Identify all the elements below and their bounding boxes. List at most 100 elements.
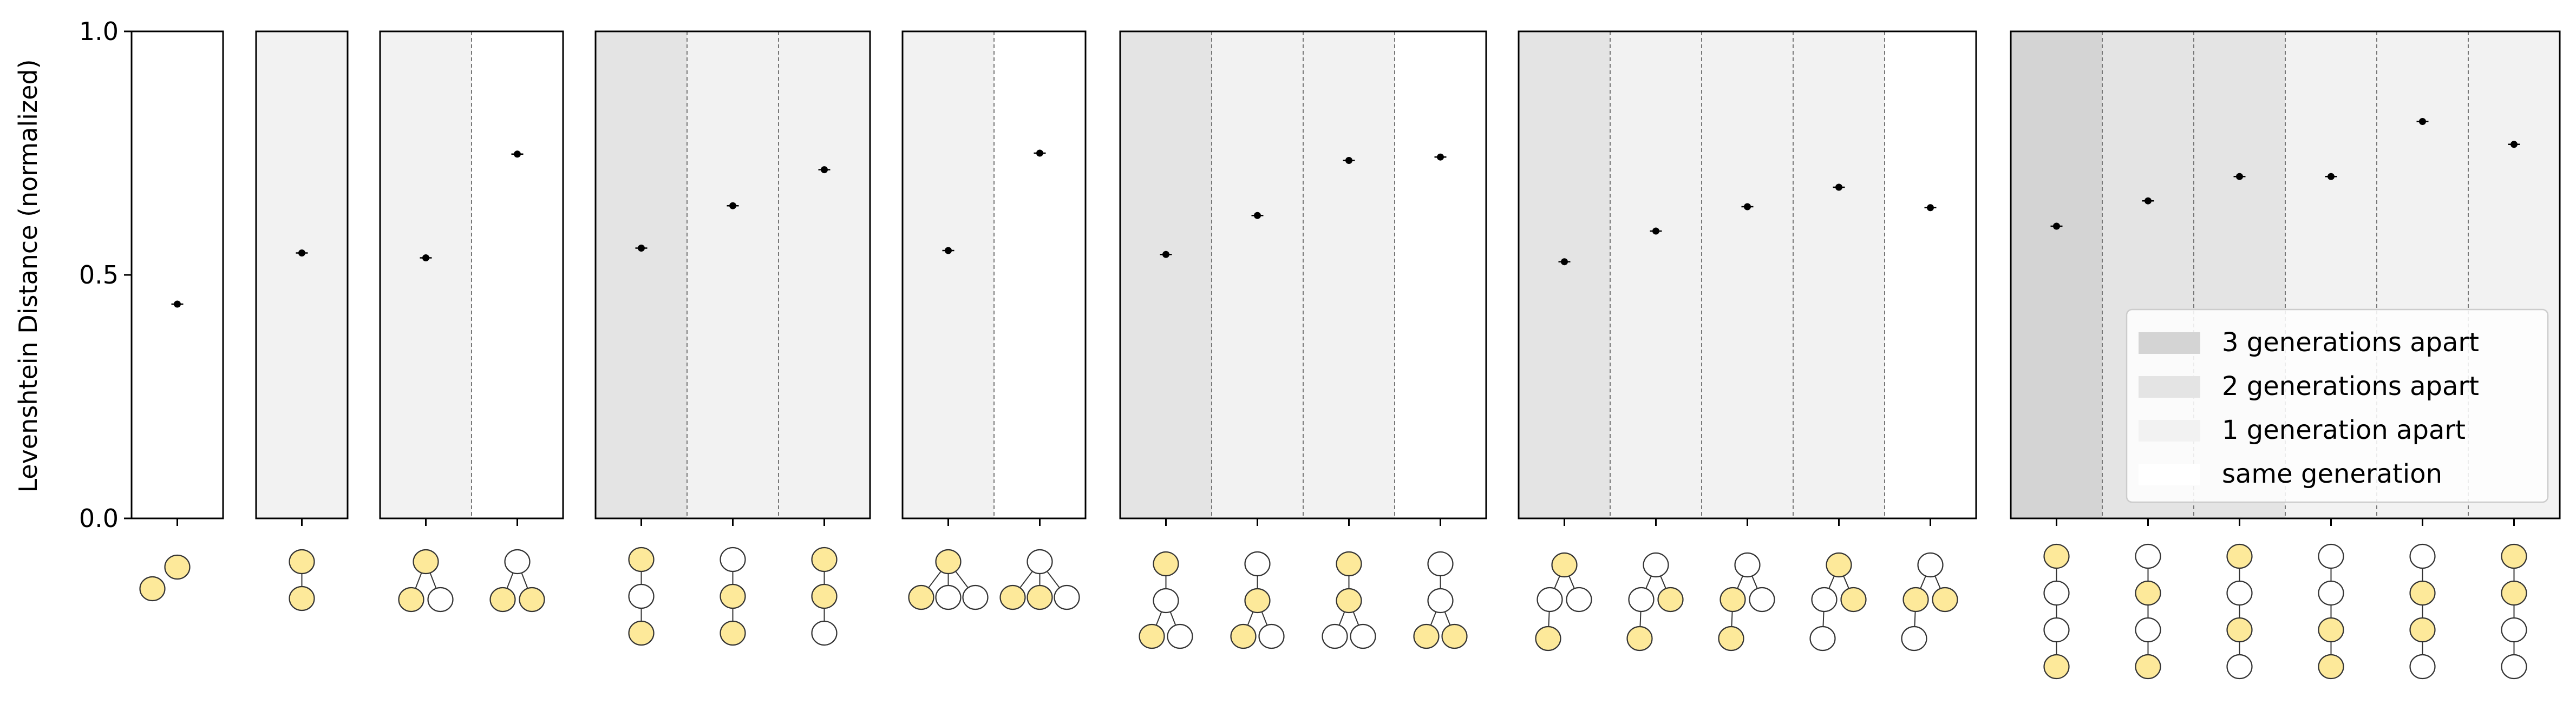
tree-node-highlighted [2226, 617, 2253, 643]
tree-node [1628, 587, 1655, 613]
data-point [1036, 149, 1043, 157]
tree-node [2318, 580, 2344, 606]
slot-background-gen-0 [132, 31, 223, 518]
tree-diagram-y-top-mid [1322, 551, 1376, 649]
tree-node-highlighted [2501, 543, 2527, 569]
slot-background-gen-0 [1395, 31, 1486, 518]
tree-diagram-fork-parent-left [398, 549, 454, 613]
tree-edge [1751, 576, 1758, 589]
tree-node-highlighted [811, 547, 838, 573]
data-point [298, 249, 305, 256]
tree-diagram-chain4-1-3 [2226, 543, 2253, 680]
tree-node-highlighted [908, 584, 934, 610]
slot-background-gen-1 [256, 31, 348, 518]
data-point [945, 247, 952, 254]
tree-diagram-y-mid-leftleaf [1230, 551, 1285, 649]
tree-node [2501, 654, 2527, 680]
data-point [1744, 203, 1751, 210]
tree-node-highlighted [398, 587, 424, 613]
tree-edge [1444, 612, 1451, 625]
legend-swatch-gen-0 [2139, 464, 2200, 485]
data-point [1437, 153, 1444, 161]
tree-node-highlighted [1657, 587, 1684, 613]
slot-background-gen-1 [779, 31, 870, 518]
tree-node-highlighted [1551, 552, 1578, 578]
slot-background-gen-1 [380, 31, 472, 518]
tree-node-highlighted [811, 583, 838, 609]
tree-node [1566, 587, 1592, 613]
data-points [171, 118, 2520, 308]
tree-node-highlighted [2409, 580, 2436, 606]
slot-background-gen-1 [1303, 31, 1395, 518]
tree-node-highlighted [164, 554, 191, 580]
tree-node-highlighted [628, 620, 655, 646]
tree-edge [1169, 612, 1176, 625]
tree-node [1054, 584, 1080, 610]
tree-edge [1155, 612, 1162, 625]
tree-node-highlighted [2043, 543, 2070, 569]
legend-label: same generation [2222, 459, 2442, 489]
tree-diagram-chain4-1-2 [2501, 543, 2527, 680]
tree-node [1749, 587, 1775, 613]
data-point [514, 150, 521, 158]
tree-diagram-chain4-2-3 [2409, 543, 2436, 680]
tree-node-highlighted [1902, 587, 1929, 613]
tree-node-highlighted [1826, 552, 1852, 578]
tree-node-highlighted [1336, 551, 1362, 577]
data-point [2419, 118, 2426, 125]
tree-edge [1352, 612, 1359, 625]
tree-node [2135, 543, 2161, 569]
tree-node-highlighted [2135, 654, 2161, 680]
slot-background-gen-2 [596, 31, 687, 518]
data-point [1345, 157, 1352, 164]
tree-node-highlighted [1932, 587, 1958, 613]
data-point [1561, 258, 1568, 266]
tree-node-highlighted [999, 584, 1026, 610]
tree-diagram-tree4-siblings [1901, 552, 1958, 652]
tree-diagram-chain3-ends [628, 547, 655, 646]
panel-frame [1119, 30, 1487, 519]
tree-node [720, 547, 746, 573]
tree-node-highlighted [2318, 617, 2344, 643]
tree-node-highlighted [1027, 584, 1053, 610]
tree-node-highlighted [289, 585, 315, 611]
tree-diagram-trifork-two-children [999, 549, 1080, 610]
tree-edge [1920, 576, 1926, 589]
y-tick-label: 0.5 [79, 260, 119, 290]
legend-label: 1 generation apart [2222, 415, 2466, 445]
tree-diagram-tree4-child-cousin [1626, 552, 1684, 652]
tree-diagram-y-two-leaves [1413, 551, 1468, 649]
tree-edge [521, 573, 528, 588]
panel-backgrounds [132, 31, 2560, 518]
slot-background-gen-1 [903, 31, 994, 518]
y-tick-label: 1.0 [79, 17, 119, 46]
slot-background-gen-1 [1702, 31, 1793, 518]
tree-diagram-fork-children [489, 549, 545, 613]
legend-swatch-gen-1 [2139, 420, 2200, 442]
tree-node-highlighted [720, 583, 746, 609]
tree-node [628, 583, 655, 609]
tree-node-highlighted [720, 620, 746, 646]
tree-node [1643, 552, 1669, 578]
tree-edge [1430, 612, 1437, 625]
tree-edge [506, 573, 514, 588]
tree-node-highlighted [1244, 588, 1271, 614]
tree-node [811, 620, 838, 646]
tree-node [2409, 543, 2436, 569]
panel-frame [379, 30, 564, 519]
x-axis-ticks [176, 518, 2515, 526]
data-point [174, 300, 181, 308]
tree-node [2043, 580, 2070, 606]
legend-swatch-gen-2 [2139, 376, 2200, 398]
tree-node-highlighted [489, 587, 516, 613]
tree-diagram-pair-siblings [139, 554, 191, 602]
tree-node-highlighted [1336, 588, 1362, 614]
tree-node-highlighted [1719, 587, 1746, 613]
tree-node [1322, 623, 1348, 649]
tree-edge [955, 571, 969, 588]
tree-node-highlighted [2226, 543, 2253, 569]
tree-diagram-tree4-child-leaf [1718, 552, 1775, 652]
tree-node [1258, 623, 1285, 649]
